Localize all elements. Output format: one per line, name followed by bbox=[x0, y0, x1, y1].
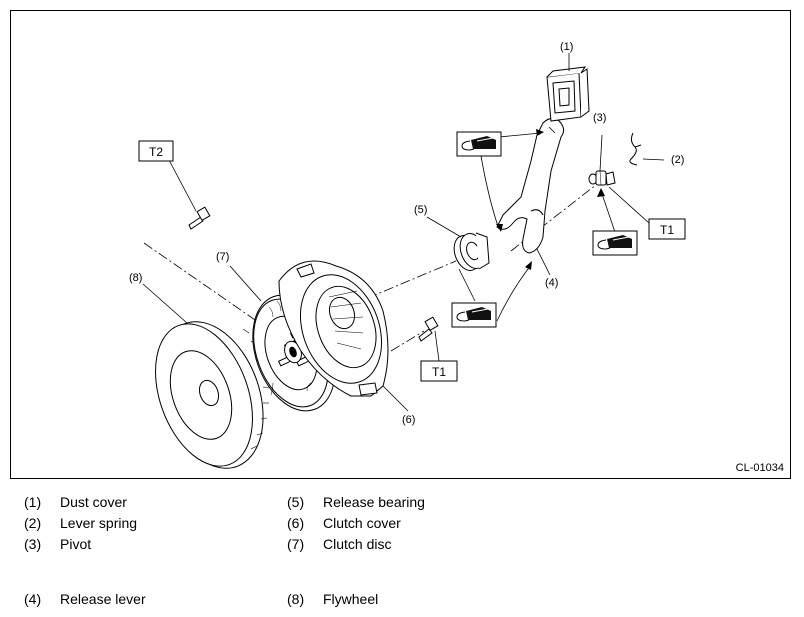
legend-number: (7) bbox=[287, 536, 305, 552]
callout-4: (4) bbox=[545, 277, 558, 289]
release-bearing bbox=[453, 232, 490, 271]
clutch-exploded-view: (1) (2) (3) (4) (5) (6) (7) (8) T2 T1 T1 bbox=[129, 41, 686, 469]
legend-number: (6) bbox=[287, 515, 305, 531]
callout-6: (6) bbox=[402, 414, 415, 426]
pivot bbox=[588, 170, 616, 186]
legend-number: (1) bbox=[24, 494, 42, 510]
leader-lines bbox=[142, 53, 665, 412]
legend-name: Release lever bbox=[60, 591, 146, 607]
torque-box-t1-pivot: T1 bbox=[648, 218, 686, 240]
torque-box-t2: T2 bbox=[138, 140, 174, 162]
grease-icon bbox=[456, 131, 502, 157]
callout-1: (1) bbox=[560, 41, 573, 53]
grease-icon bbox=[451, 302, 497, 328]
callout-2: (2) bbox=[671, 154, 684, 166]
legend-name: Flywheel bbox=[323, 591, 379, 607]
flywheel bbox=[155, 321, 270, 469]
figure-code: CL-01034 bbox=[735, 462, 784, 474]
legend-name: Dust cover bbox=[60, 494, 127, 510]
legend-name: Pivot bbox=[60, 536, 92, 552]
release-lever bbox=[496, 117, 565, 254]
torque-label-t1-cover: T1 bbox=[432, 365, 446, 379]
callout-8: (8) bbox=[129, 272, 142, 284]
arrowheads bbox=[496, 129, 605, 270]
grease-icon bbox=[592, 230, 638, 256]
torque-label-t2: T2 bbox=[149, 145, 163, 159]
bolt-lower bbox=[418, 316, 439, 342]
bolt-upper bbox=[188, 206, 211, 230]
legend-name: Lever spring bbox=[60, 515, 138, 531]
torque-label-t1-pivot: T1 bbox=[660, 223, 674, 237]
legend-number: (8) bbox=[287, 591, 305, 607]
legend-number: (3) bbox=[24, 536, 42, 552]
exploded-diagram: (1) (2) (3) (4) (5) (6) (7) (8) T2 T1 T1… bbox=[10, 10, 791, 479]
legend-number: (4) bbox=[24, 591, 42, 607]
callout-5: (5) bbox=[414, 204, 427, 216]
torque-box-t1-cover: T1 bbox=[420, 360, 458, 382]
legend-name: Clutch cover bbox=[323, 515, 401, 531]
dust-cover bbox=[546, 66, 590, 122]
legend-name: Clutch disc bbox=[323, 536, 392, 552]
callout-7: (7) bbox=[216, 251, 229, 263]
lever-spring bbox=[629, 132, 642, 166]
legend-number: (5) bbox=[287, 494, 305, 510]
legend-name: Release bearing bbox=[323, 494, 425, 510]
legend-number: (2) bbox=[24, 515, 42, 531]
callout-3: (3) bbox=[593, 112, 606, 124]
clutch-cover bbox=[278, 260, 389, 397]
